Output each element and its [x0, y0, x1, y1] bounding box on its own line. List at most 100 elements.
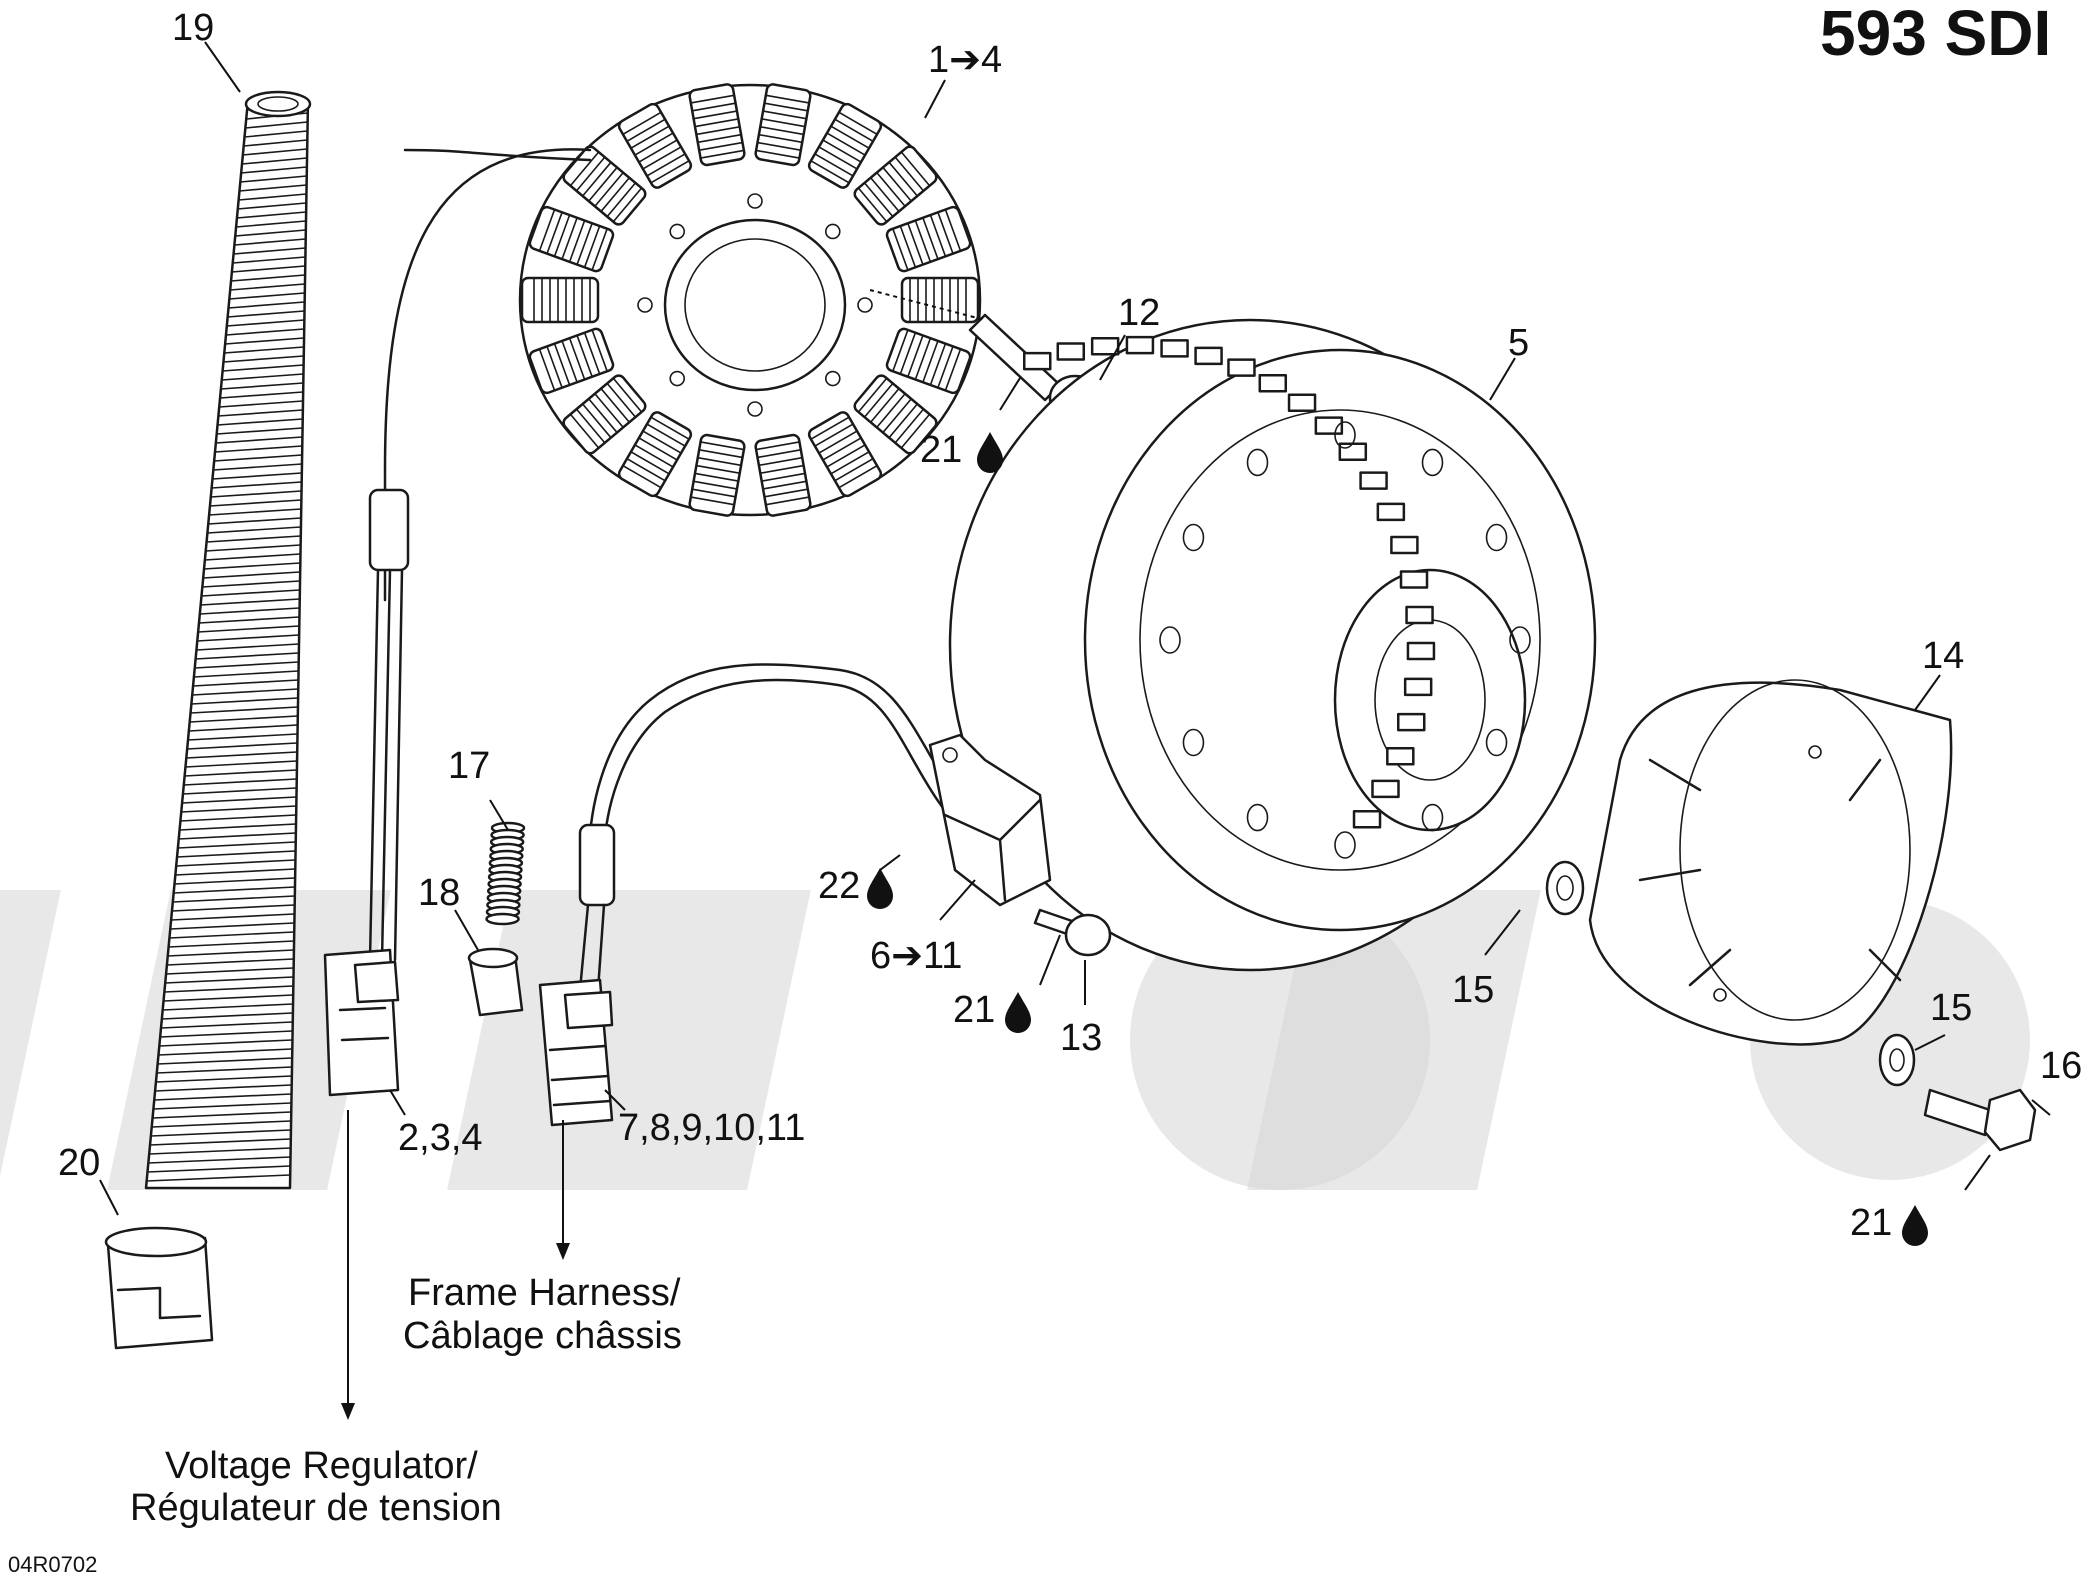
- tube-rib: [166, 958, 294, 966]
- tube-rib: [190, 706, 298, 714]
- flywheel-magnet-slot: [1056, 342, 1086, 361]
- flywheel-magnet-slot: [1352, 810, 1382, 829]
- stator-hole: [637, 297, 653, 313]
- stator-hole: [824, 370, 841, 387]
- stator-pole: [900, 276, 980, 324]
- tube-rib: [204, 553, 301, 561]
- stator-wire: [383, 148, 592, 602]
- callouts: 19 1➔4 12 21 5 14 17 18 22 6➔11 21 13 15…: [58, 7, 2082, 1246]
- oil-drop-icon: [977, 432, 1003, 473]
- tube-rib: [203, 571, 301, 579]
- stator-wire-edge: [403, 148, 592, 162]
- tube-rib: [241, 157, 308, 165]
- callout-1-4: 1➔4: [928, 39, 1002, 81]
- tube-rib: [209, 499, 302, 507]
- callout-18: 18: [418, 872, 460, 914]
- tube-rib: [239, 184, 307, 192]
- tube-rib: [230, 274, 306, 282]
- flywheel-hole: [1246, 448, 1269, 477]
- tube-rib: [155, 1075, 292, 1083]
- flywheel-magnet-slot: [1287, 393, 1317, 412]
- tube-rib: [235, 229, 306, 237]
- tube-rib: [159, 1039, 293, 1047]
- tube-rib: [209, 508, 302, 516]
- flywheel-magnet-slot: [1386, 747, 1415, 766]
- tube-rib: [186, 751, 298, 759]
- tube-rib: [222, 364, 304, 372]
- tube-rib: [177, 841, 296, 849]
- drawing-code: 04R0702: [8, 1552, 97, 1577]
- tube-rib: [176, 850, 296, 858]
- tube-rib: [200, 598, 300, 606]
- tube-rib: [224, 346, 304, 354]
- flywheel-magnet-slot: [1371, 779, 1400, 799]
- spring-coil: [485, 912, 520, 926]
- tube-rib: [198, 616, 300, 624]
- tube-rib: [155, 1084, 292, 1092]
- tube-rib: [172, 895, 295, 903]
- flywheel-magnet-slot: [1227, 358, 1256, 377]
- tube-rib: [160, 1021, 293, 1029]
- cover-bolt: [1923, 1088, 2037, 1152]
- screw-axis: [869, 289, 986, 321]
- tube-rib: [165, 976, 294, 984]
- stator-hole: [747, 401, 763, 417]
- tube-rib: [228, 301, 305, 309]
- tube-rib: [158, 1048, 293, 1056]
- callout-19: 19: [172, 7, 214, 49]
- tube-rib: [184, 769, 297, 777]
- tube-rib: [149, 1147, 291, 1155]
- stator-hole: [824, 223, 841, 240]
- tube-rib: [244, 130, 308, 138]
- tube-rib: [237, 202, 307, 210]
- stator-pole: [617, 411, 693, 498]
- flywheel-magnet-slot: [1022, 351, 1052, 371]
- tube-rib: [220, 382, 304, 390]
- tube-rib: [213, 463, 302, 471]
- tube-rib: [230, 283, 305, 291]
- flywheel-magnet-slot: [1160, 339, 1189, 358]
- tube-rib: [198, 625, 300, 633]
- tube-rib: [174, 877, 296, 885]
- flywheel-magnet-slot: [1090, 336, 1120, 356]
- tube-rib: [171, 913, 295, 921]
- stator-pole: [853, 145, 938, 226]
- tube-rib: [195, 652, 299, 660]
- wire-sleeve: [368, 488, 410, 572]
- voltage-regulator-label-fr: Régulateur de tension: [130, 1487, 502, 1529]
- tube-rib: [161, 1012, 293, 1020]
- tube-rib: [216, 427, 303, 435]
- flywheel-magnet-slot: [1376, 502, 1406, 522]
- tube-rib: [154, 1093, 292, 1101]
- tube-rib: [182, 787, 297, 795]
- tube-rib: [215, 436, 303, 444]
- destination-notes: Frame Harness/ Câblage châssis Voltage R…: [130, 1272, 682, 1529]
- tube-rib: [218, 409, 303, 417]
- stator-pole: [754, 433, 812, 517]
- callout-22: 22: [818, 865, 893, 909]
- tube-rib: [168, 940, 295, 948]
- spring: [485, 821, 526, 926]
- tube-rib: [191, 697, 299, 705]
- tube-rib: [157, 1057, 293, 1065]
- flywheel-magnet-slot: [1405, 605, 1434, 625]
- flywheel-hole: [1485, 523, 1508, 552]
- tube-rib: [217, 418, 303, 426]
- tube-rib: [202, 580, 300, 588]
- tube-rib: [166, 967, 294, 975]
- stator-pole: [562, 374, 647, 455]
- callout-2-3-4: 2,3,4: [398, 1117, 483, 1159]
- tube-rib: [162, 1003, 293, 1011]
- tube-rib: [182, 796, 297, 804]
- tube-rib: [231, 265, 306, 273]
- wire-clip: [467, 947, 524, 1017]
- tube-rib: [196, 643, 299, 651]
- stator-pole: [688, 83, 746, 167]
- tube-rib: [150, 1129, 291, 1137]
- stator: [518, 83, 982, 517]
- flywheel-magnet-slot: [1359, 471, 1388, 490]
- stator-hole: [857, 297, 873, 313]
- tube-rib: [238, 193, 307, 201]
- svg-text:21: 21: [953, 989, 995, 1031]
- tube-rib: [207, 526, 301, 534]
